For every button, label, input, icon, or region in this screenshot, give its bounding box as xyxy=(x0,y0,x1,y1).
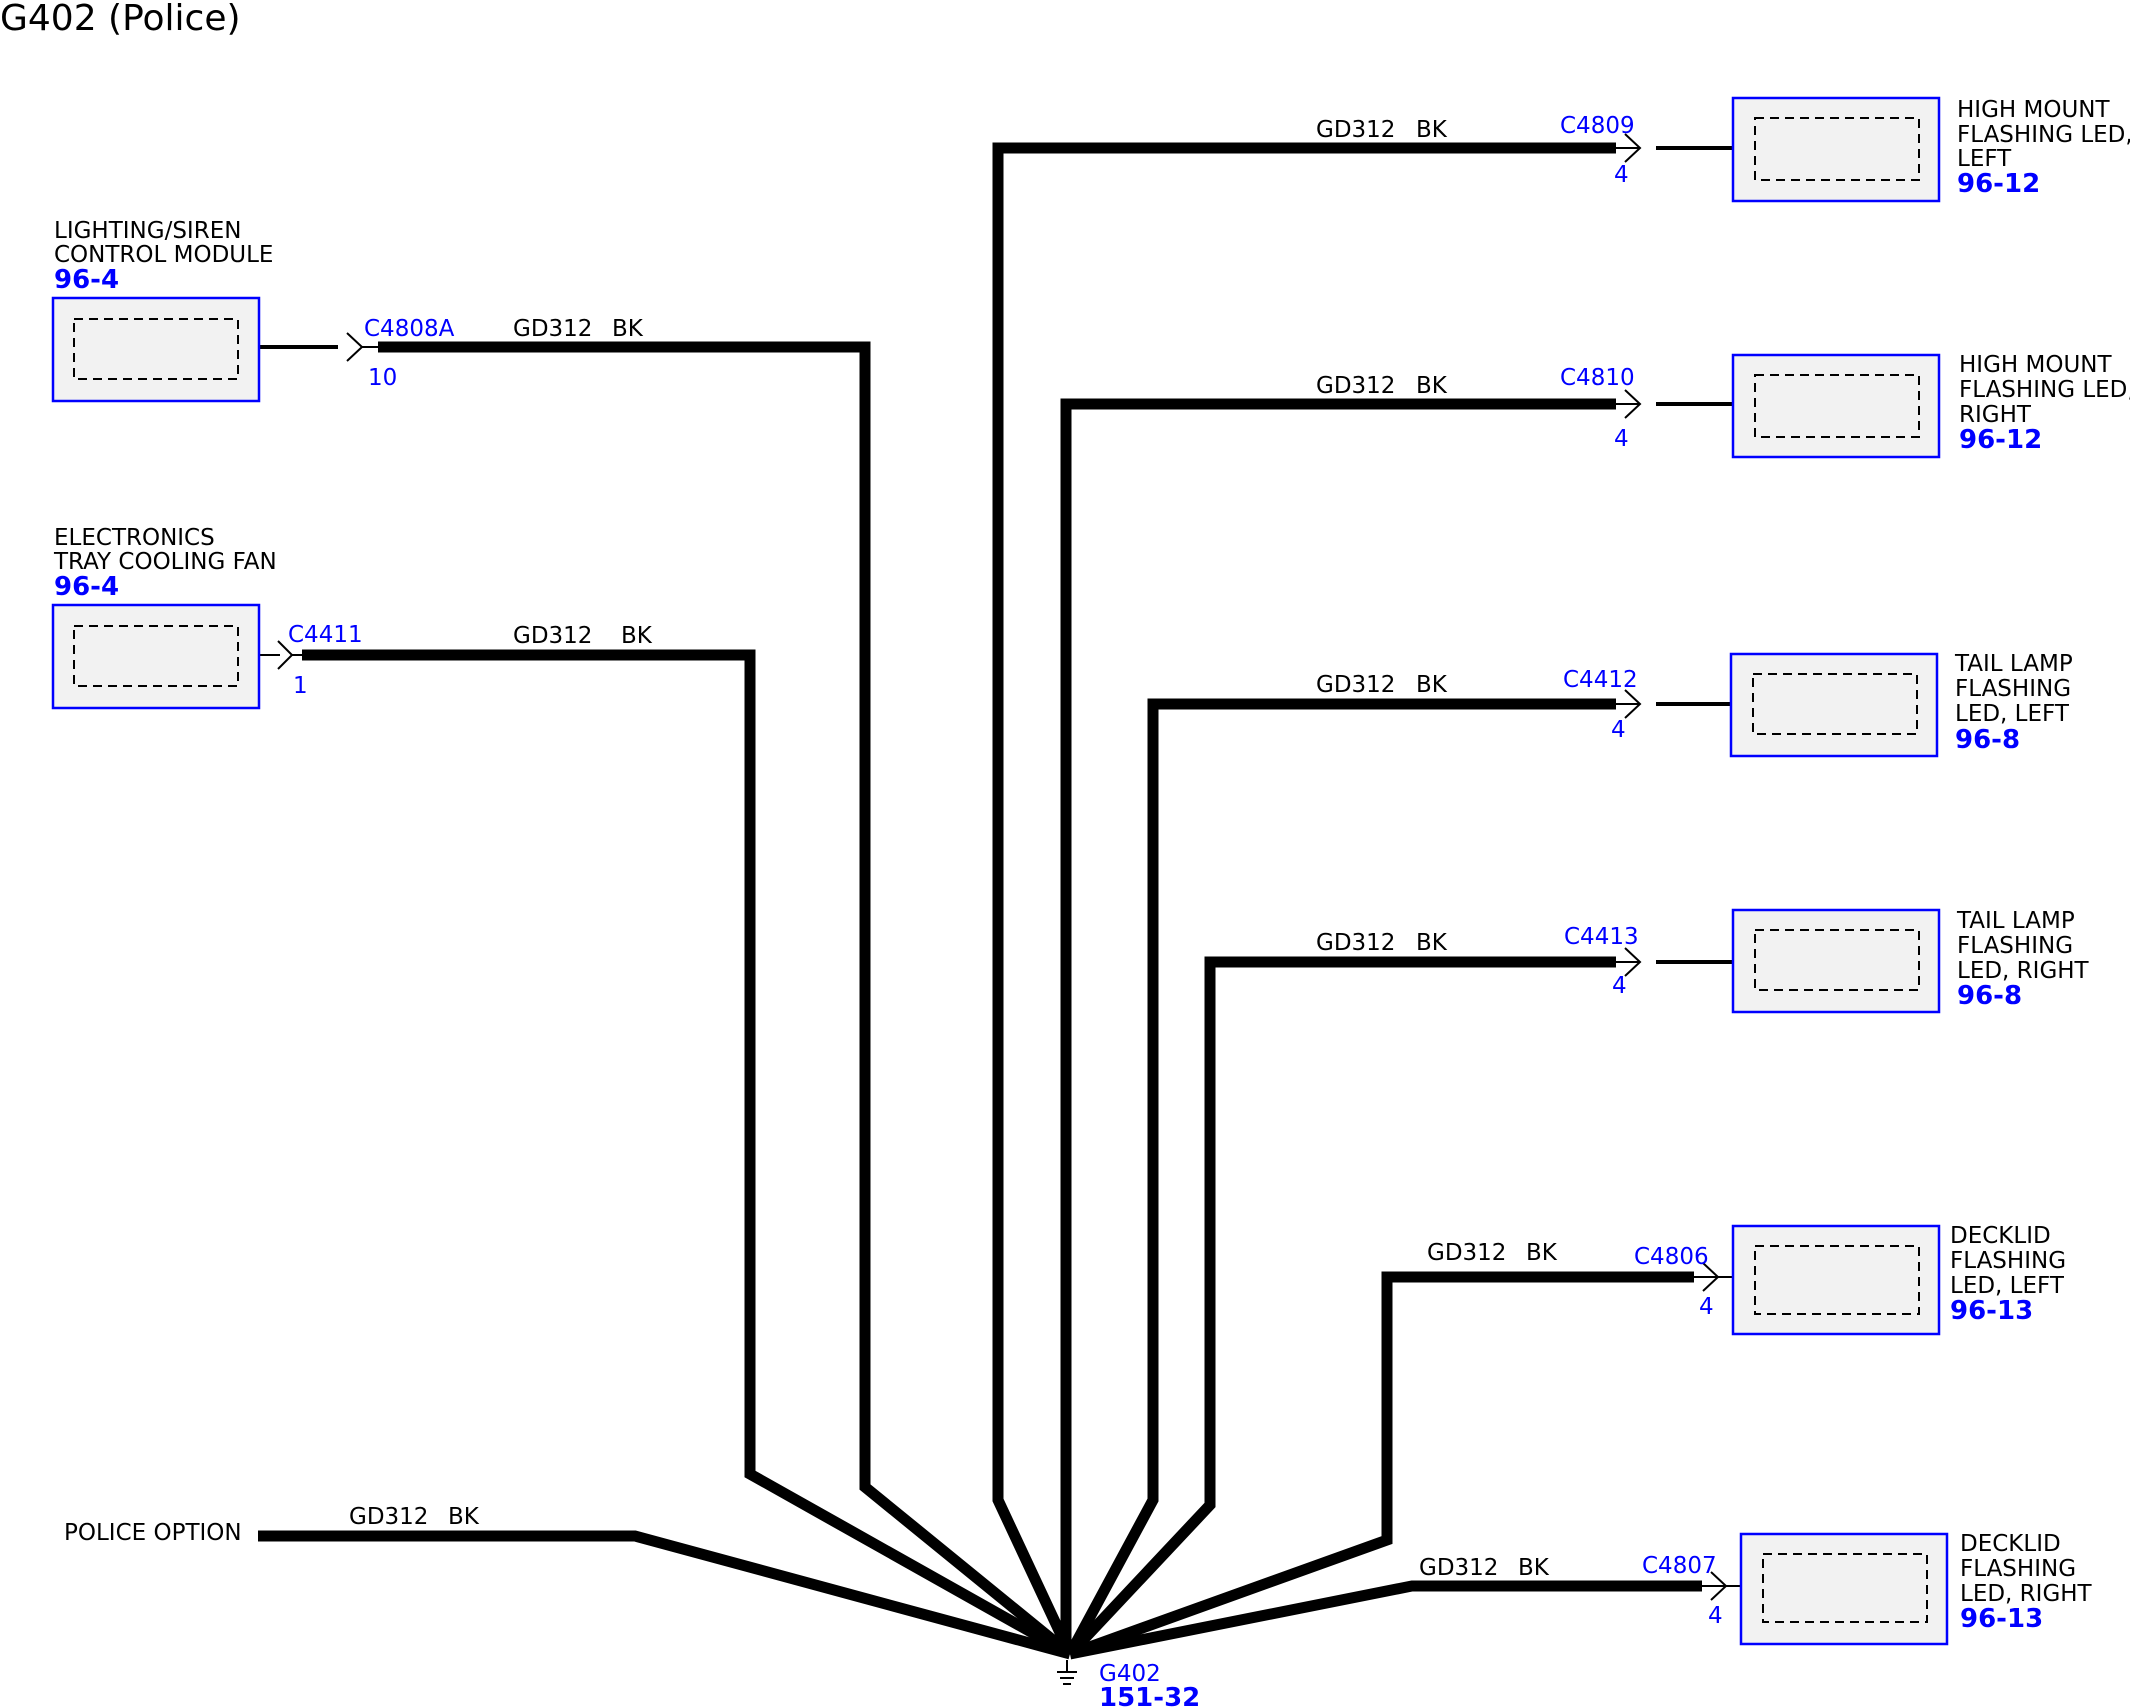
component-name: DECKLID xyxy=(1950,1223,2051,1249)
component-name: LED, RIGHT xyxy=(1960,1581,2093,1607)
wire-high-mount-right xyxy=(1060,398,1616,1654)
pin-number: 4 xyxy=(1614,426,1629,452)
wire-color: BK xyxy=(1416,117,1448,143)
wire-lighting-siren xyxy=(378,341,1074,1659)
component-name: ELECTRONICS xyxy=(54,525,215,551)
diagram-title: G402 (Police) xyxy=(0,0,241,39)
component-high-mount-left xyxy=(1731,96,1941,203)
component-name: RIGHT xyxy=(1959,402,2032,428)
ground-label: G402 xyxy=(1099,1661,1161,1687)
connector-pin-icon xyxy=(1616,947,1642,977)
component-name: DECKLID xyxy=(1960,1531,2061,1557)
wire-color: BK xyxy=(1416,930,1448,956)
wire-decklid-left xyxy=(1068,1271,1694,1660)
wire-cooling-fan xyxy=(302,649,1073,1659)
component-name: LEFT xyxy=(1957,146,2012,172)
wire-decklid-right xyxy=(1068,1580,1702,1660)
wire-code: GD312 xyxy=(1316,117,1395,143)
component-name: FLASHING LED, xyxy=(1957,122,2130,148)
pin-number: 4 xyxy=(1611,717,1626,743)
connector-id: C4411 xyxy=(288,622,363,648)
wire-code: GD312 xyxy=(1316,930,1395,956)
component-name: TRAY COOLING FAN xyxy=(53,549,277,575)
connector-pin-icon xyxy=(277,640,302,670)
connector-id: C4806 xyxy=(1634,1244,1709,1270)
wire-tail-lamp-right xyxy=(1065,956,1616,1658)
police-option-label: POLICE OPTION xyxy=(64,1520,242,1546)
wire-code: GD312 xyxy=(349,1504,428,1530)
component-name: LED, LEFT xyxy=(1950,1273,2065,1299)
wire-color: BK xyxy=(1416,672,1448,698)
component-ref-link[interactable]: 96-12 xyxy=(1957,169,2040,199)
component-lighting-siren-module xyxy=(51,296,261,403)
wire-tail-lamp-left xyxy=(1065,698,1616,1657)
component-ref-link[interactable]: 96-12 xyxy=(1959,425,2042,455)
component-ref-link[interactable]: 96-13 xyxy=(1950,1296,2033,1326)
wire-color: BK xyxy=(1518,1555,1550,1581)
connector-id: C4809 xyxy=(1560,113,1635,139)
component-ref-link[interactable]: 96-8 xyxy=(1955,725,2020,755)
wire-code: GD312 xyxy=(1316,672,1395,698)
connector-pin-icon xyxy=(346,332,378,362)
component-name: FLASHING LED, xyxy=(1959,377,2130,403)
component-name: FLASHING xyxy=(1955,676,2071,702)
component-name: LIGHTING/SIREN xyxy=(54,218,241,244)
component-name: FLASHING xyxy=(1950,1248,2066,1274)
ground-ref[interactable]: 151-32 xyxy=(1099,1683,1200,1708)
component-name: FLASHING xyxy=(1957,933,2073,959)
component-name: HIGH MOUNT xyxy=(1957,97,2110,123)
connector-pin-icon xyxy=(1616,689,1642,719)
wire-code: GD312 xyxy=(1419,1555,1498,1581)
component-tail-lamp-left xyxy=(1729,652,1939,758)
connector-id: C4808A xyxy=(364,316,455,342)
component-ref-link[interactable]: 96-13 xyxy=(1960,1604,2043,1634)
wire-code: GD312 xyxy=(513,316,592,342)
component-ref-link[interactable]: 96-4 xyxy=(54,572,119,602)
wire-harness xyxy=(258,142,1702,1660)
pin-number: 4 xyxy=(1612,973,1627,999)
component-name: HIGH MOUNT xyxy=(1959,352,2112,378)
ground-symbol-icon xyxy=(1057,1660,1077,1685)
wire-code: GD312 xyxy=(1427,1240,1506,1266)
wire-color: BK xyxy=(448,1504,480,1530)
component-name: LED, LEFT xyxy=(1955,701,2070,727)
component-decklid-left xyxy=(1731,1224,1941,1336)
component-name: LED, RIGHT xyxy=(1957,958,2090,984)
component-cooling-fan xyxy=(51,603,261,710)
component-ref-link[interactable]: 96-8 xyxy=(1957,981,2022,1011)
component-name: TAIL LAMP xyxy=(1954,651,2073,677)
component-high-mount-right xyxy=(1731,353,1941,459)
connector-id: C4412 xyxy=(1563,667,1638,693)
wire-police-option xyxy=(258,1530,1072,1660)
connector-id: C4413 xyxy=(1564,924,1639,950)
component-tail-lamp-right xyxy=(1731,908,1941,1014)
wire-color: BK xyxy=(1526,1240,1558,1266)
component-ref-link[interactable]: 96-4 xyxy=(54,265,119,295)
wire-high-mount-left xyxy=(992,142,1616,1657)
wire-color: BK xyxy=(1416,373,1448,399)
wire-color: BK xyxy=(621,623,653,649)
component-name: FLASHING xyxy=(1960,1556,2076,1582)
wire-code: GD312 xyxy=(1316,373,1395,399)
connector-pin-icon xyxy=(1616,389,1642,419)
pin-number: 1 xyxy=(293,673,308,699)
component-name: TAIL LAMP xyxy=(1956,908,2075,934)
connector-id: C4810 xyxy=(1560,365,1635,391)
connector-id: C4807 xyxy=(1642,1553,1717,1579)
wire-code: GD312 xyxy=(513,623,592,649)
pin-number: 4 xyxy=(1708,1603,1723,1629)
pin-number: 4 xyxy=(1614,162,1629,188)
component-decklid-right xyxy=(1739,1532,1949,1646)
connector-pin-icon xyxy=(1616,133,1642,163)
wire-color: BK xyxy=(612,316,644,342)
pin-number: 10 xyxy=(368,365,397,391)
pin-number: 4 xyxy=(1699,1294,1714,1320)
component-name: CONTROL MODULE xyxy=(54,242,273,268)
